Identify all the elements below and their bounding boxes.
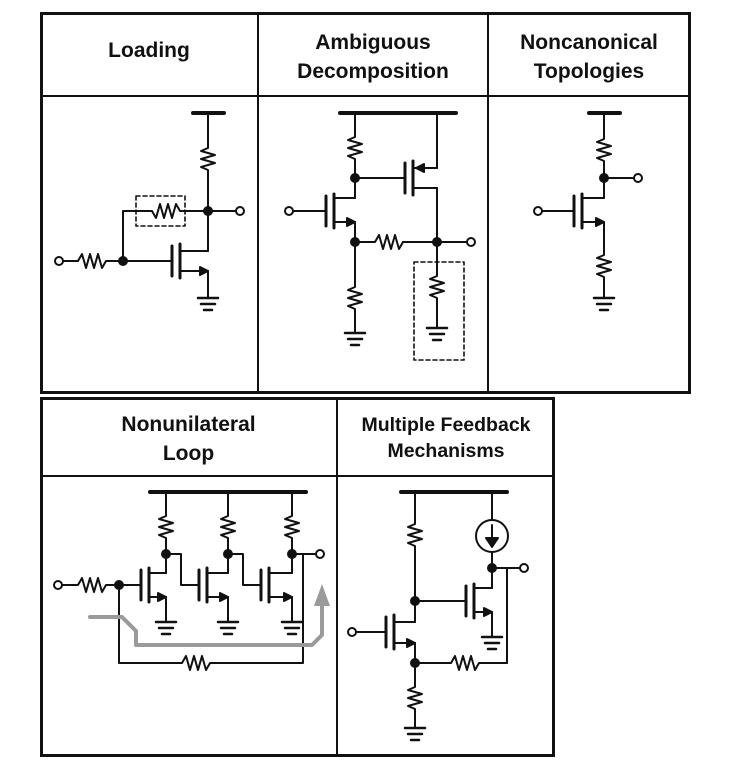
input-terminal <box>54 256 64 266</box>
nonunilateral-loop-circuit <box>53 490 330 671</box>
ambiguous-decomposition-circuit <box>284 111 476 361</box>
output-terminal <box>519 563 529 573</box>
input-terminal <box>347 627 357 637</box>
output-terminal <box>315 549 325 559</box>
feedback-resistor <box>122 203 209 262</box>
output-terminal <box>235 206 245 216</box>
input-terminal <box>533 206 543 216</box>
panel-title-multiple-feedback-mechanisms: Multiple Feedback Mechanisms <box>361 414 531 462</box>
noncanonical-topologies-circuit <box>533 111 643 312</box>
panel-title-nonunilateral-loop: Nonunilateral Loop <box>121 413 256 465</box>
loading-dashed-box <box>135 195 186 227</box>
table-grid-lines <box>41 13 690 756</box>
input-terminal <box>53 580 63 590</box>
bottom-table-frame <box>40 397 555 757</box>
loading-circuit <box>54 111 245 312</box>
multiple-feedback-circuit <box>347 490 529 742</box>
input-terminal <box>284 206 294 216</box>
input-resistor <box>62 253 124 269</box>
output-terminal <box>633 173 643 183</box>
loop-direction-arrow <box>88 584 330 647</box>
drain-resistor <box>200 143 216 176</box>
top-table-frame <box>40 12 691 394</box>
load-dashed-box <box>413 261 465 361</box>
output-terminal <box>466 237 476 247</box>
panel-title-loading: Loading <box>108 39 190 62</box>
panel-title-ambiguous-decomposition: Ambiguous Decomposition <box>297 31 449 83</box>
panel-title-noncanonical-topologies: Noncanonical Topologies <box>520 31 658 83</box>
